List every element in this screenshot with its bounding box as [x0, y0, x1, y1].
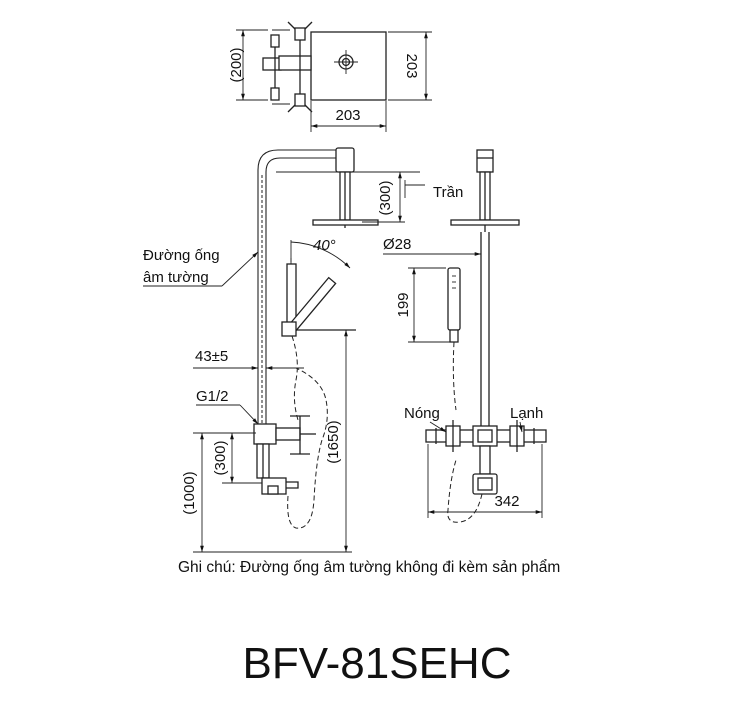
dim-300-arm: (300)	[377, 180, 394, 215]
model-title: BFV-81SEHC	[243, 639, 512, 688]
ceiling-label: Trần	[433, 184, 463, 201]
wall-pipe-label-1: Đường ống	[143, 247, 220, 264]
front-view: Ø28 199 Nóng Lạnh	[383, 149, 547, 523]
dim-300-mixer: (300)	[212, 440, 229, 475]
cold-label: Lạnh	[510, 405, 543, 422]
wall-plate	[310, 31, 387, 101]
mixer-top-view	[262, 21, 313, 113]
footnote: Ghi chú: Đường ống âm tường không đi kèm…	[178, 559, 560, 576]
dim-200-top: (200)	[228, 47, 245, 82]
dim-342: 342	[494, 493, 519, 510]
mixer-side-view	[253, 415, 316, 495]
dim-43-offset: 43±5	[195, 348, 228, 365]
shower-head-front	[450, 219, 520, 226]
wall-pipe	[257, 149, 344, 430]
dim-203-vertical: 203	[403, 53, 420, 78]
hot-label: Nóng	[404, 405, 440, 422]
handshower-front	[447, 267, 461, 331]
top-view: (200) 203 203	[228, 21, 432, 132]
wall-pipe-label-2: âm tường	[143, 269, 209, 286]
dim-diameter: Ø28	[383, 236, 411, 253]
shower-head-side	[312, 219, 379, 226]
handshower-vertical	[286, 263, 297, 327]
dim-1650: (1650)	[325, 420, 342, 463]
dim-203-horizontal: 203	[335, 107, 360, 124]
dim-199: 199	[395, 292, 412, 317]
side-view: (300) Trần 40° Đường ống âm tường 43±5 G…	[143, 147, 463, 553]
dim-1000: (1000)	[181, 471, 198, 514]
thread-label: G1/2	[196, 388, 229, 405]
angle-label: 40°	[313, 237, 336, 254]
